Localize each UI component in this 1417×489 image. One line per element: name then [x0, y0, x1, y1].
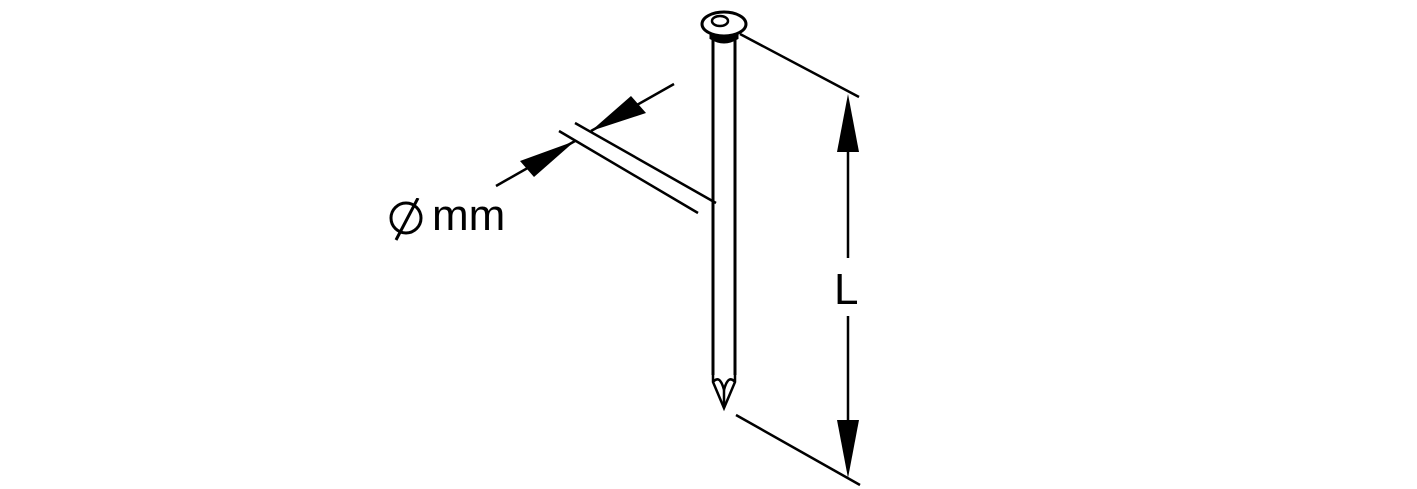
diameter-unit-label: mm — [432, 191, 506, 240]
diameter-extension-lines — [558, 121, 717, 215]
nail-head — [700, 10, 748, 44]
diameter-dimension — [495, 82, 675, 188]
arrowhead-length-top — [837, 94, 859, 152]
nail-shank — [711, 40, 737, 375]
nail-tip — [711, 375, 737, 412]
arrowhead-length-bottom — [837, 420, 859, 478]
arrowhead-diameter-top — [591, 96, 646, 131]
arrowhead-diameter-bottom — [520, 141, 575, 177]
length-label: L — [834, 265, 859, 314]
diameter-symbol-icon — [389, 198, 423, 241]
length-extension-lines — [735, 32, 861, 487]
